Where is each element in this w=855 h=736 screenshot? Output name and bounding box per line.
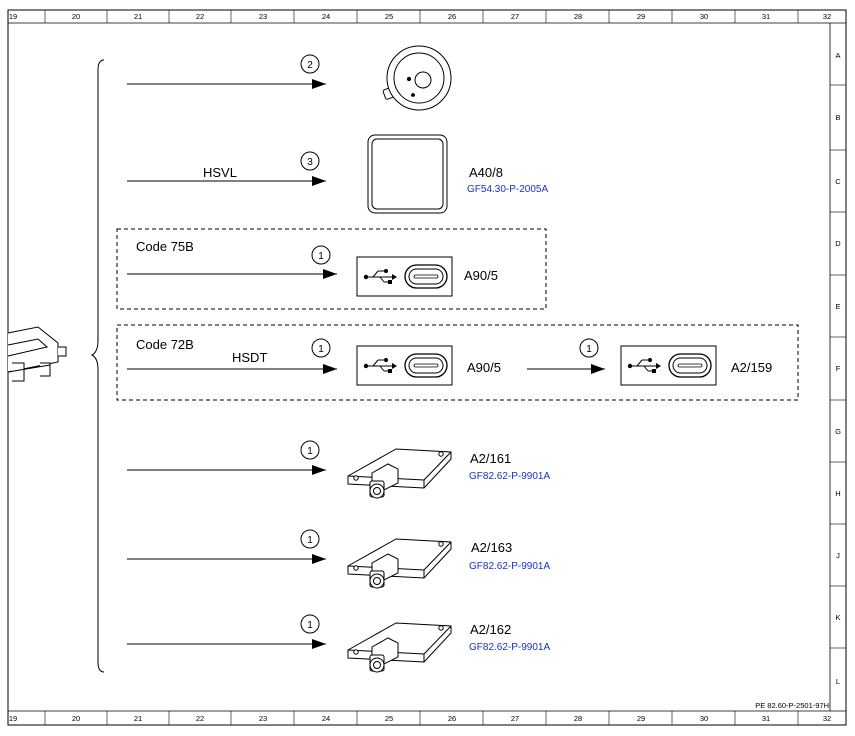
col-label-bottom: 19 (9, 714, 17, 723)
callout-circle (311, 338, 331, 358)
callout-circle (579, 338, 599, 358)
callout-circle (300, 529, 320, 549)
row-label: H (835, 489, 840, 498)
component-label: A2/161 (470, 451, 511, 466)
row-label: J (836, 551, 840, 560)
callout-number: 1 (307, 446, 313, 457)
col-label-bottom: 26 (448, 714, 456, 723)
col-label-top: 27 (511, 12, 519, 21)
antenna-module-icon (347, 538, 452, 589)
col-label-bottom: 20 (72, 714, 80, 723)
col-label-bottom: 29 (637, 714, 645, 723)
usb-c-port-icon (356, 345, 453, 386)
option-code-label: Code 75B (136, 239, 194, 254)
display-icon (367, 134, 448, 214)
reference-link: GF54.30-P-2005A (467, 184, 548, 195)
callout-number: 1 (307, 535, 313, 546)
callout-circle (311, 245, 331, 265)
branch-camera: 2 (127, 45, 452, 111)
row-label: K (835, 613, 840, 622)
col-label-bottom: 24 (322, 714, 330, 723)
col-label-top: 20 (72, 12, 80, 21)
col-label-top: 19 (9, 12, 17, 21)
col-label-bottom: 21 (134, 714, 142, 723)
col-label-top: 30 (700, 12, 708, 21)
row-label: L (836, 677, 840, 686)
col-label-top: 26 (448, 12, 456, 21)
row-header-right: A B C D E F G H J K L (830, 51, 846, 686)
callout-circle (300, 54, 320, 74)
component-label: A40/8 (469, 165, 503, 180)
column-header-bottom: 19 20 21 22 23 24 25 26 27 28 29 30 31 3… (9, 711, 831, 725)
col-label-top: 21 (134, 12, 142, 21)
branch-a2-161: 1 A2/161 GF82.62-P-9901A (127, 440, 550, 499)
callout-circle (300, 614, 320, 634)
document-reference: PE 82.60-P-2501-97H (755, 701, 829, 710)
col-label-top: 23 (259, 12, 267, 21)
bus-brace (90, 59, 105, 673)
col-label-bottom: 23 (259, 714, 267, 723)
col-label-bottom: 27 (511, 714, 519, 723)
reference-link: GF82.62-P-9901A (469, 561, 550, 572)
col-label-bottom: 22 (196, 714, 204, 723)
callout-number: 3 (307, 157, 313, 168)
control-unit-icon (7, 326, 67, 382)
branch-code-75b: Code 75B 1 A90/5 (116, 228, 547, 310)
col-label-top: 28 (574, 12, 582, 21)
row-label: F (836, 364, 841, 373)
antenna-module-icon (347, 622, 452, 673)
component-label: A2/162 (470, 622, 511, 637)
col-label-bottom: 28 (574, 714, 582, 723)
option-code-label: Code 72B (136, 337, 194, 352)
branch-display: HSVL 3 A40/8 GF54.30-P-2005A (127, 134, 548, 214)
row-label: C (835, 177, 841, 186)
col-label-top: 25 (385, 12, 393, 21)
col-label-bottom: 32 (823, 714, 831, 723)
reference-link: GF82.62-P-9901A (469, 642, 550, 653)
camera-icon (382, 45, 452, 111)
row-label: G (835, 427, 841, 436)
branch-code-72b: Code 72B HSDT 1 A90/5 1 (116, 324, 799, 401)
component-label: A90/5 (464, 268, 498, 283)
col-label-bottom: 31 (762, 714, 770, 723)
component-label: A90/5 (467, 360, 501, 375)
option-box (116, 228, 547, 310)
usb-c-port-icon (620, 345, 717, 386)
branch-a2-163: 1 A2/163 GF82.62-P-9901A (127, 529, 550, 589)
callout-circle (300, 440, 320, 460)
callout-circle (300, 151, 320, 171)
component-label: A2/159 (731, 360, 772, 375)
signal-label: HSDT (232, 350, 267, 365)
antenna-module-icon (347, 448, 452, 499)
callout-number: 1 (307, 620, 313, 631)
col-label-top: 22 (196, 12, 204, 21)
component-label: A2/163 (471, 540, 512, 555)
col-label-bottom: 30 (700, 714, 708, 723)
callout-number: 2 (307, 60, 313, 71)
signal-label: HSVL (203, 165, 237, 180)
col-label-top: 24 (322, 12, 330, 21)
row-label: A (835, 51, 840, 60)
col-label-top: 31 (762, 12, 770, 21)
row-label: B (835, 113, 840, 122)
callout-number: 1 (318, 251, 324, 262)
row-label: E (835, 302, 840, 311)
column-header-top: 19 20 21 22 23 24 25 26 27 28 29 30 31 3… (9, 10, 831, 23)
col-label-bottom: 25 (385, 714, 393, 723)
callout-number: 1 (586, 344, 592, 355)
row-label: D (835, 239, 841, 248)
reference-link: GF82.62-P-9901A (469, 471, 550, 482)
col-label-top: 29 (637, 12, 645, 21)
col-label-top: 32 (823, 12, 831, 21)
branch-a2-162: 1 A2/162 GF82.62-P-9901A (127, 614, 550, 673)
usb-c-port-icon (356, 256, 453, 297)
callout-number: 1 (318, 344, 324, 355)
